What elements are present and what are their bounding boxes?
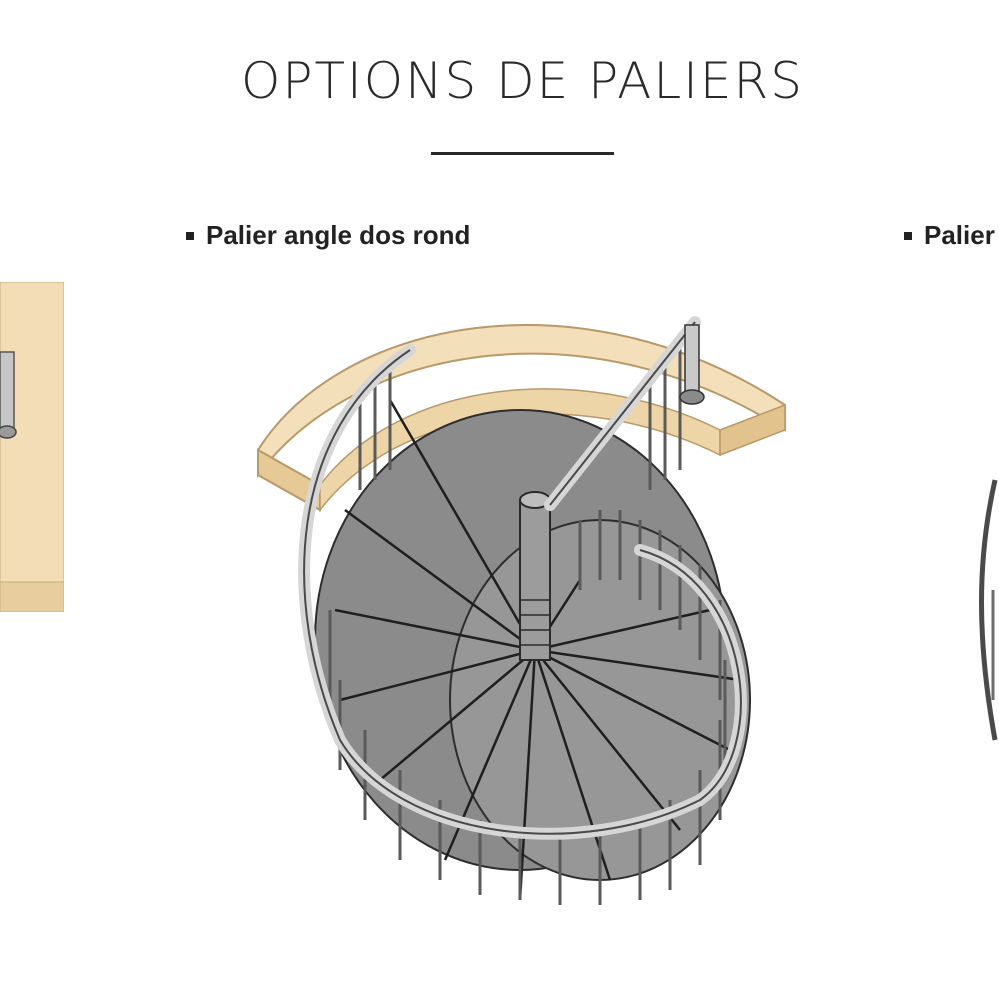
bullet-icon [186, 231, 194, 240]
page-title: OPTIONS DE PALIERS [240, 52, 804, 110]
option-label-text: Palier [924, 220, 995, 250]
title-divider [431, 152, 614, 155]
staircase-illustration-palier-angle-dos-rond[interactable] [250, 280, 810, 920]
option-label-palier-angle-dos-rond: Palier angle dos rond [186, 220, 470, 251]
staircase-illustration-palier[interactable] [975, 440, 999, 770]
option-label-palier: Palier [904, 220, 995, 251]
option-label-text: Palier angle dos rond [206, 220, 471, 250]
bullet-icon [904, 231, 912, 240]
staircase-illustration-previous[interactable] [0, 282, 64, 612]
